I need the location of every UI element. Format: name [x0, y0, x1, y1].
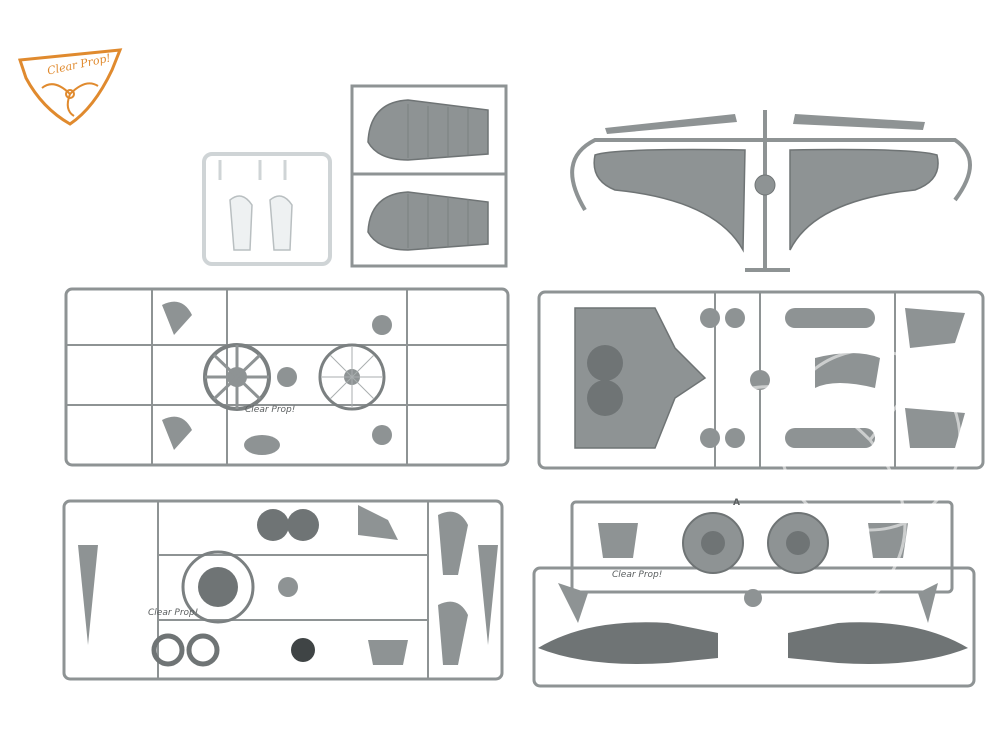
sprue-letter-a: A: [733, 498, 740, 508]
clear-prop-watermark: [719, 338, 971, 602]
clear-prop-logo: Clear Prop!: [14, 48, 126, 126]
sprue-marking-lower-left: Clear Prop!: [148, 608, 199, 618]
sprue-marking-upper-left: Clear Prop!: [245, 405, 296, 415]
small-parts-sprue-upper: [64, 287, 510, 467]
wing-sprue: [570, 110, 972, 272]
nacelle-sprue: [532, 500, 976, 688]
clear-parts-sprue: [202, 152, 332, 266]
tailplane-sprue: [350, 84, 508, 268]
fuselage-front-sprue: [537, 290, 985, 470]
engine-propeller-sprue: [62, 499, 504, 681]
sprue-marking-lower-right: Clear Prop!: [612, 570, 663, 580]
